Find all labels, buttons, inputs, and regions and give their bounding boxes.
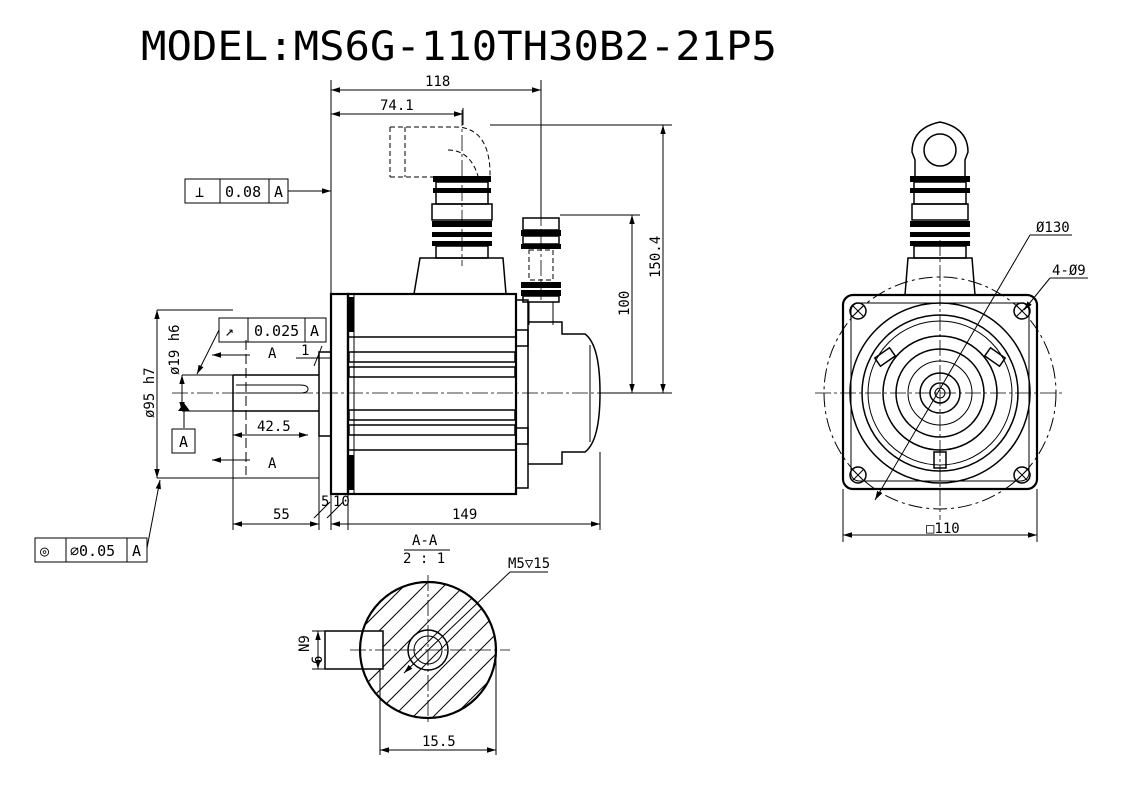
dim-flange-square: □110 (926, 521, 960, 537)
dim-150-4: 150.4 (648, 236, 664, 278)
datum-a-label: A (179, 433, 188, 451)
body-slot-top (348, 297, 354, 332)
perp-value: 0.08 (225, 183, 261, 201)
section-title: A-A (412, 533, 438, 549)
dim-holes: 4-Ø9 (1052, 263, 1086, 279)
mounting-holes (849, 302, 1031, 484)
dim-42-5: 42.5 (257, 419, 291, 435)
front-connector (910, 121, 970, 259)
dim-key-height: 6 (310, 656, 326, 664)
section-marker-top: A (268, 346, 277, 362)
flange-square (841, 293, 1039, 491)
dim-pcd: Ø130 (1036, 220, 1070, 236)
conc-value: ∅0.05 (70, 542, 115, 560)
runout-value: 0.025 (254, 322, 299, 340)
fcf-runout: ↗ 0.025 A (196, 317, 327, 375)
runout-datum: A (310, 322, 319, 340)
dim-74-1: 74.1 (380, 98, 414, 114)
body-slot-bottom (348, 455, 354, 490)
fcf-perpendicularity: ⊥ 0.08 A (184, 178, 331, 204)
motor-body (346, 292, 518, 496)
flange (329, 292, 350, 496)
dim-118: 118 (425, 74, 450, 90)
section-view: A-A 2 : 1 M5▽15 N9 6 15.5 (297, 533, 550, 755)
dim-shaft-dia: ø19 h6 (167, 324, 183, 375)
dim-5: 5 (321, 494, 329, 510)
perp-symbol: ⊥ (195, 183, 204, 201)
section-marker-bottom: A (268, 456, 277, 472)
conc-datum: A (132, 542, 141, 560)
shaft (232, 374, 319, 412)
conc-symbol: ◎ (40, 542, 49, 560)
rear-clip-top (515, 329, 529, 347)
dim-149: 149 (452, 507, 477, 523)
section-scale: 2 : 1 (403, 551, 445, 567)
dim-pilot-dia: ø95 h7 (142, 367, 158, 418)
dim-thread: M5▽15 (508, 556, 550, 572)
shaft-key (236, 384, 309, 394)
runout-symbol: ↗ (225, 322, 234, 340)
dim-55: 55 (273, 507, 290, 523)
power-elbow (389, 126, 491, 178)
cooling-fins (348, 336, 516, 451)
model-title: MODEL:MS6G-110TH30B2-21P5 (141, 24, 777, 70)
dim-10: 10 (333, 494, 350, 510)
rear-clip-bottom (515, 427, 529, 445)
fcf-concentricity: ◎ ∅0.05 A (34, 479, 161, 563)
dim-1: 1 (301, 343, 309, 359)
dim-height: 15.5 (422, 734, 456, 750)
power-connector-base (413, 257, 507, 295)
front-view: Ø130 4-Ø9 □110 (815, 121, 1088, 542)
rear-cap (516, 299, 601, 489)
pcd-circle (823, 276, 1057, 510)
dim-100: 100 (617, 291, 633, 316)
perp-datum: A (274, 183, 283, 201)
side-view: 118 74.1 150.4 100 55 149 5 10 42.5 1 (34, 74, 672, 563)
encoder-connector (521, 217, 561, 325)
datum-a-box (171, 428, 196, 454)
flange-pilot (318, 351, 332, 437)
power-connector (431, 176, 493, 259)
dim-key-width: N9 (297, 635, 313, 652)
